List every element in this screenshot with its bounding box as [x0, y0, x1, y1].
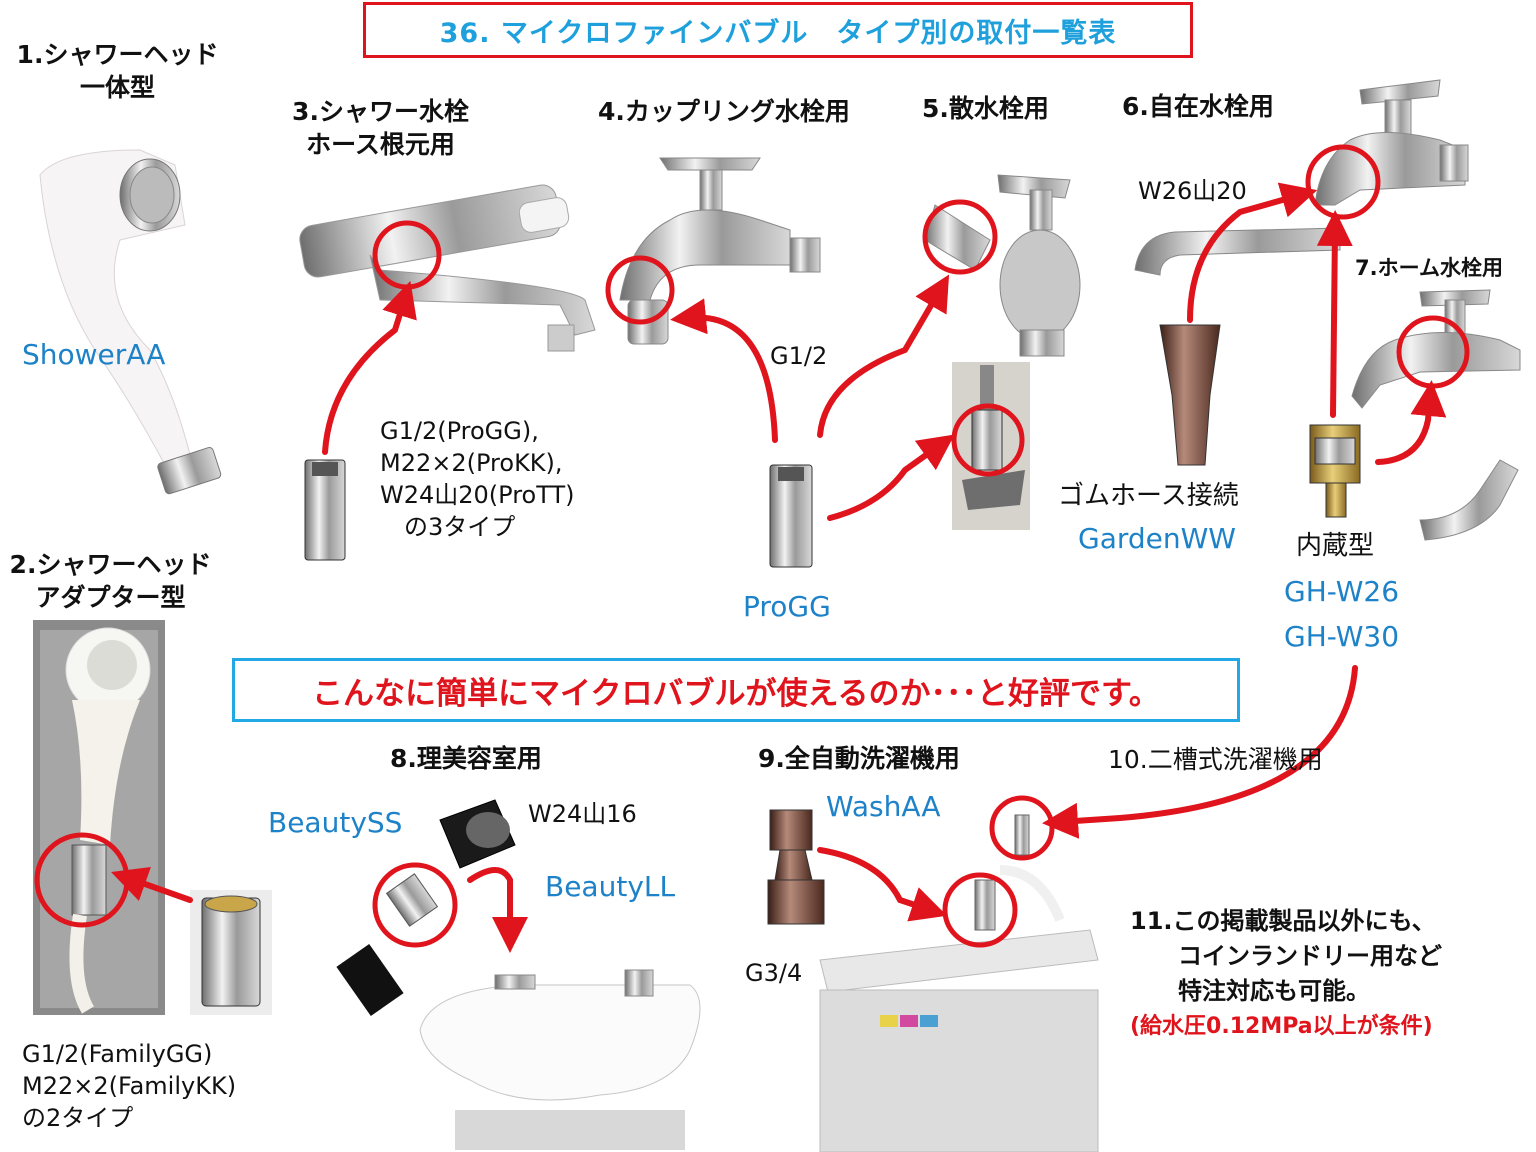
product-gh-w26: GH-W26 [1284, 575, 1400, 608]
shower-adapter-photo [33, 620, 272, 1015]
label-rubber-hose: ゴムホース接続 [1058, 481, 1239, 511]
label-sprinkler-faucet: 5.散水栓用 [922, 94, 1049, 123]
product-gh-w30: GH-W30 [1284, 620, 1400, 653]
spec-line: M22×2(FamilyKK) [22, 1072, 237, 1100]
label-shower-faucet: 3.シャワー水栓 ホース根元用 [278, 95, 483, 161]
arrows [111, 182, 1447, 953]
label-line: ホース根元用 [306, 130, 455, 159]
spec-g34: G3/4 [745, 959, 803, 987]
sprinkler-inset-photo [952, 362, 1030, 530]
specs-pro: G1/2(ProGG), M22×2(ProKK), W24山20(ProTT)… [380, 415, 575, 543]
specs-family: G1/2(FamilyGG) M22×2(FamilyKK) の2タイプ [22, 1038, 236, 1134]
highlight-circles [34, 144, 1470, 948]
label-line: 2.シャワーヘッド [9, 550, 212, 579]
label-builtin: 内蔵型 [1296, 531, 1375, 561]
note-line: コインランドリー用など [1178, 942, 1442, 970]
label-coupling-faucet: 4.カップリング水栓用 [598, 97, 850, 126]
product-beautyss: BeautySS [268, 806, 403, 839]
spec-line: の3タイプ [380, 513, 516, 541]
label-line: 一体型 [79, 73, 155, 102]
spec-g12: G1/2 [770, 342, 828, 370]
product-showeraa: ShowerAA [22, 338, 166, 371]
note-line: 11.この掲載製品以外にも、 [1130, 907, 1436, 935]
label-home-faucet: 7.ホーム水栓用 [1355, 256, 1503, 280]
label-twin-tub-washer: 10.二槽式洗濯機用 [1108, 745, 1323, 774]
spec-line: W24山20(ProTT) [380, 481, 575, 509]
label-line: 1.シャワーヘッド [16, 40, 219, 69]
note-line: 特注対応も可能。 [1178, 977, 1370, 1005]
progg-adapter-center [769, 464, 813, 568]
garden-hose-adapter-photo [1159, 324, 1221, 466]
label-shower-head-adapter: 2.シャワーヘッド アダプター型 [8, 548, 213, 614]
home-faucet-top-photo [1314, 79, 1469, 206]
spec-line: G1/2(ProGG), [380, 417, 539, 445]
progg-adapter-left [304, 459, 346, 561]
wash-adapter-photo [767, 809, 825, 925]
product-progg: ProGG [743, 590, 831, 623]
product-washaa: WashAA [826, 790, 941, 823]
label-shower-head-integrated: 1.シャワーヘッド 一体型 [10, 38, 225, 104]
label-line: アダプター型 [35, 583, 186, 612]
builtin-adapter-photo [1309, 424, 1361, 518]
shower-head-integrated-photo [39, 149, 222, 495]
spec-line: の2タイプ [22, 1104, 134, 1132]
water-pressure-condition: (給水圧0.12MPa以上が条件) [1130, 1014, 1433, 1039]
label-auto-washer: 9.全自動洗濯機用 [758, 744, 960, 773]
note-custom-orders: 11.この掲載製品以外にも、 コインランドリー用など 特注対応も可能。 (給水圧… [1130, 904, 1442, 1044]
sprinkler-faucet-photo [924, 174, 1081, 357]
spec-w26: W26山20 [1138, 177, 1247, 205]
promo-banner: こんなに簡単にマイクロバブルが使えるのか･･･と好評です。 [232, 658, 1240, 722]
shower-faucet-photo [299, 184, 596, 352]
spec-line: M22×2(ProKK), [380, 449, 563, 477]
elbow-fitting-photo [1419, 459, 1519, 541]
product-gardenww: GardenWW [1078, 522, 1236, 555]
page-title: 36. マイクロファインバブル タイプ別の取付一覧表 [363, 2, 1193, 58]
salon-sink-photo [419, 969, 701, 1150]
beauty-adapter-photo [336, 799, 516, 1017]
spec-w24: W24山16 [528, 800, 637, 828]
product-beautyll: BeautyLL [545, 870, 676, 903]
spec-line: G1/2(FamilyGG) [22, 1040, 213, 1068]
home-faucet-photo [1351, 289, 1521, 409]
coupling-faucet-photo [619, 157, 821, 345]
label-flexible-faucet: 6.自在水栓用 [1122, 92, 1274, 121]
label-beauty-salon: 8.理美容室用 [390, 744, 542, 773]
flexible-faucet-photo [1134, 227, 1341, 276]
label-line: 3.シャワー水栓 [292, 97, 469, 126]
washing-machine-photo [819, 814, 1099, 1152]
